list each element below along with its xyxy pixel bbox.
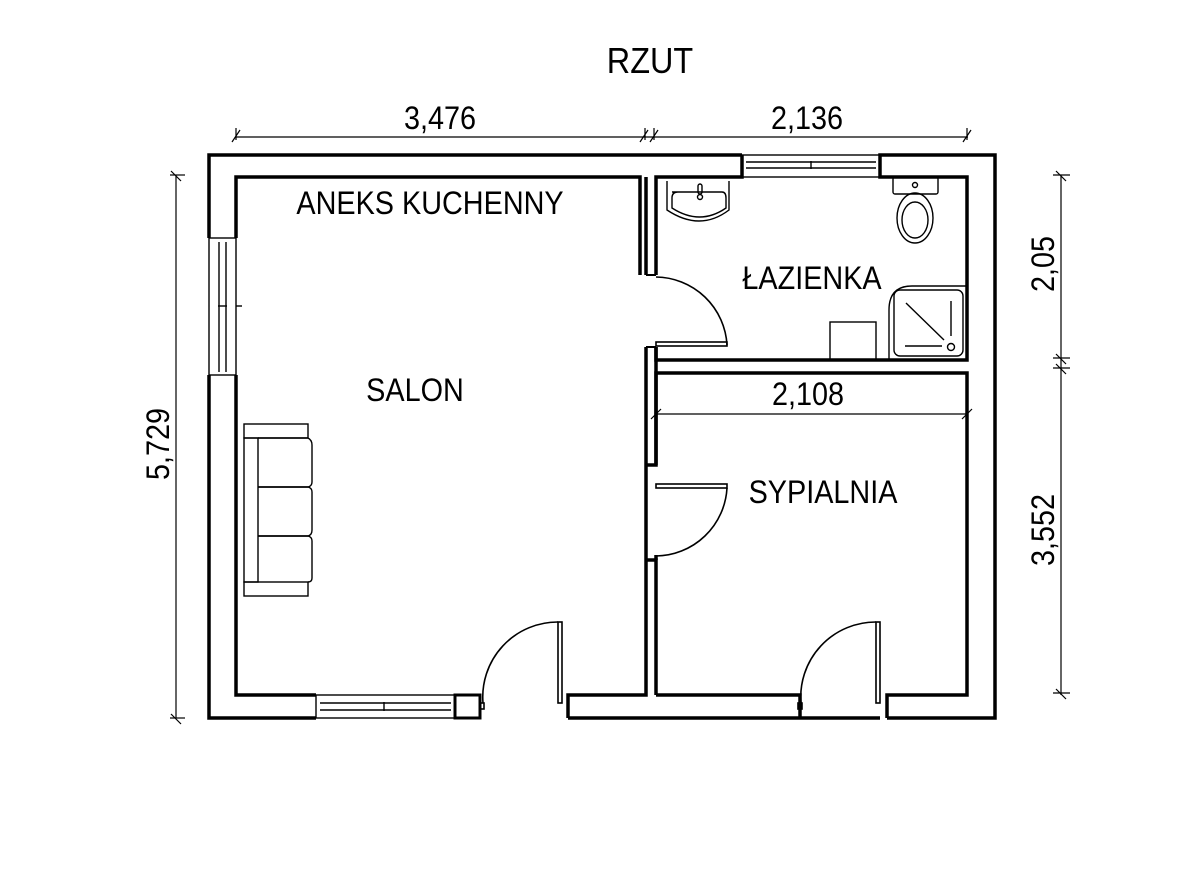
shower-icon	[888, 285, 967, 360]
dimension-right-upper: 2,05	[1025, 235, 1061, 293]
room-label-living: SALON	[366, 372, 464, 408]
sofa-icon	[243, 423, 313, 597]
dimension-top-right: 2,136	[770, 100, 844, 136]
room-label-bathroom: ŁAZIENKA	[742, 260, 882, 296]
cabinet-icon	[829, 321, 877, 361]
room-label-bedroom: SYPIALNIA	[748, 474, 898, 510]
toilet-icon	[892, 176, 939, 244]
dimension-left-total: 5,729	[140, 407, 176, 481]
dimension-right-lower: 3,552	[1025, 493, 1061, 567]
dimension-lines	[170, 128, 1070, 725]
door-bedroom-exterior	[797, 621, 881, 710]
door-bathroom	[655, 276, 728, 347]
window-left	[208, 237, 242, 376]
page-title: RZUT	[606, 40, 694, 81]
sink-icon	[666, 181, 730, 222]
wall-salon	[207, 153, 742, 238]
door-entrance	[479, 621, 563, 710]
dimension-top-left: 3,476	[403, 100, 477, 136]
door-bedroom	[655, 483, 728, 557]
dimension-bedroom-width: 2,108	[771, 376, 845, 412]
room-label-kitchen: ANEKS KUCHENNY	[296, 185, 564, 221]
window-top	[741, 154, 881, 178]
window-bottom	[315, 694, 456, 719]
